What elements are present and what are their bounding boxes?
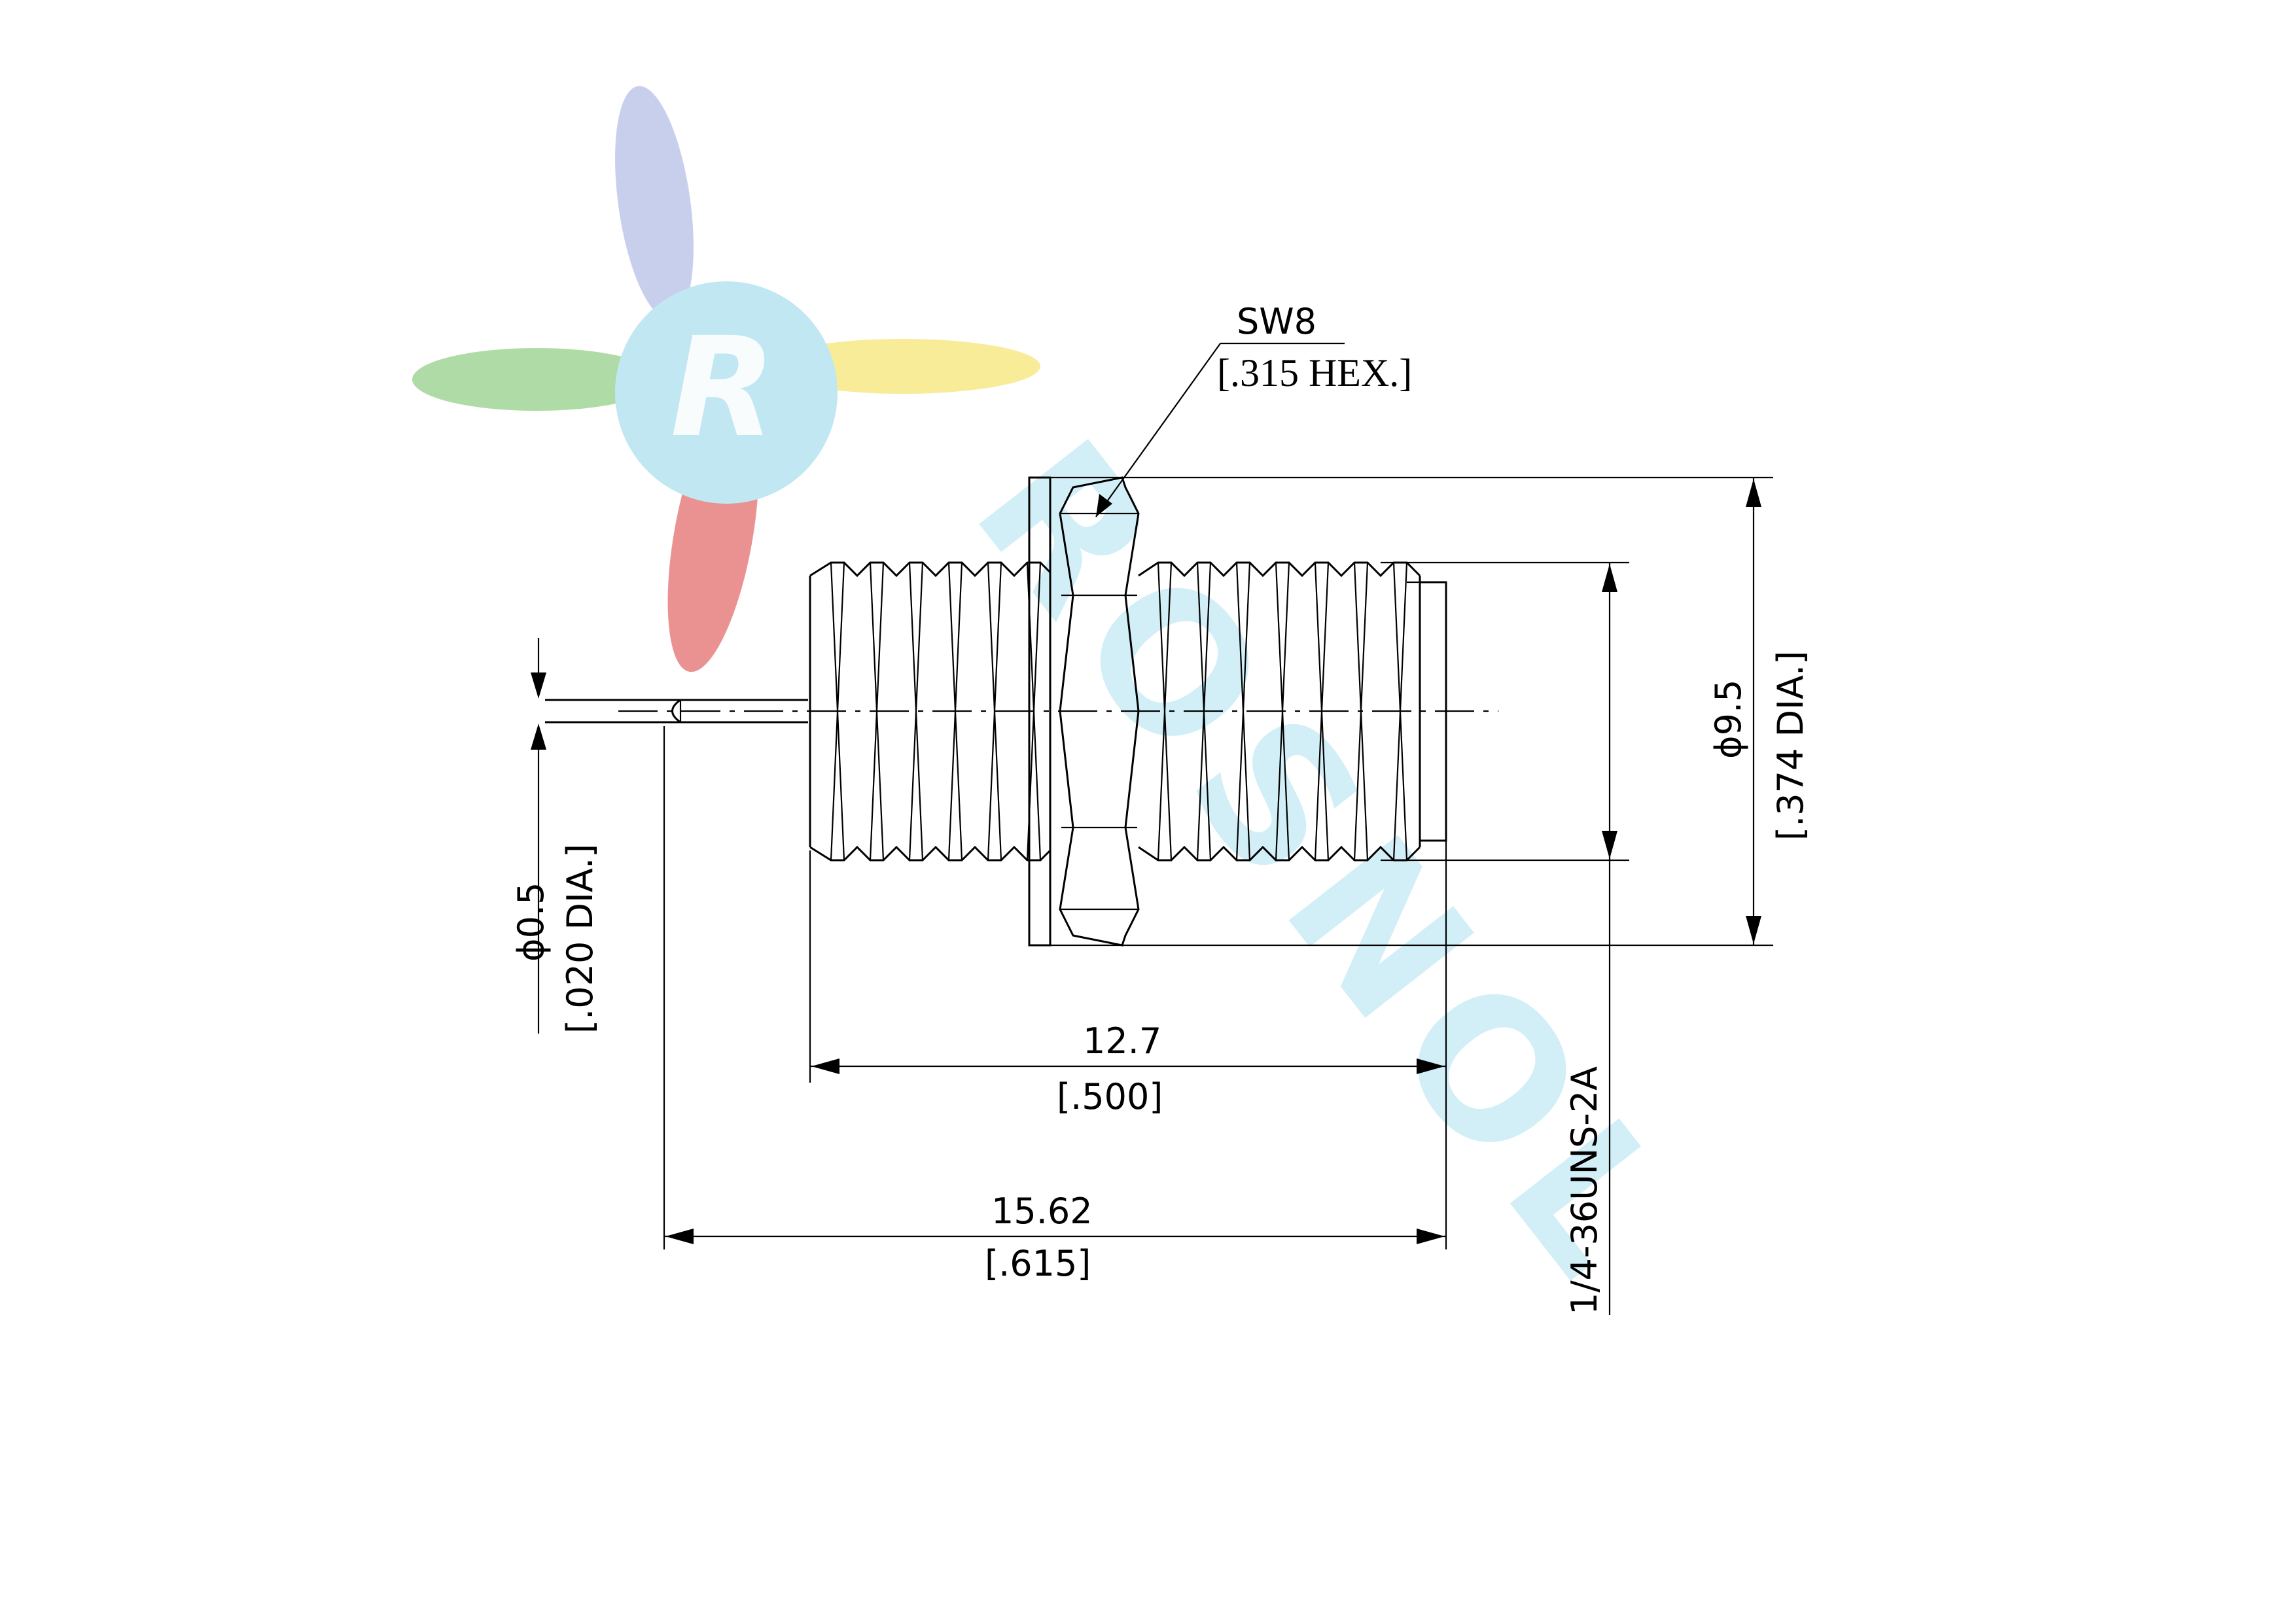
watermark-text: ROSNOL [933, 402, 1724, 1328]
body-dia-inch-label: [.374 DIA.] [1770, 651, 1811, 841]
logo-center-disc [615, 281, 838, 504]
thread-length-dimension: 12.7 [.500] [809, 841, 1447, 1249]
total-length-dimension: 15.62 [.615] [663, 726, 1446, 1284]
panel-washer [1028, 476, 1051, 947]
thread-length-inch-label: [.500] [1057, 1076, 1163, 1117]
hex-size-callout: SW8 [.315 HEX.] [1095, 301, 1412, 517]
front-thread-body [1138, 561, 1447, 862]
thread-spec-label: 1/4-36UNS-2A [1564, 1066, 1605, 1315]
total-length-inch-label: [.615] [985, 1243, 1091, 1284]
pin-diameter-dimension: ϕ0.5 [.020 DIA.] [510, 638, 601, 1034]
body-diameter-dimension: ϕ9.5 [.374 DIA.] [1050, 476, 1811, 947]
hex-size-label: SW8 [1237, 301, 1316, 342]
pin-dia-label: ϕ0.5 [510, 882, 552, 962]
thread-length-label: 12.7 [1083, 1021, 1161, 1062]
total-length-label: 15.62 [991, 1191, 1093, 1232]
company-logo: R [412, 86, 1040, 672]
logo-blue-petal [615, 86, 694, 320]
contact-pin [545, 699, 808, 724]
pin-dia-inch-label: [.020 DIA.] [559, 844, 601, 1034]
thread-spec-dimension: 1/4-36UNS-2A [1381, 561, 1629, 1315]
body-dia-label: ϕ9.5 [1708, 680, 1749, 759]
logo-green-petal [412, 348, 661, 411]
hex-size-inch-label: [.315 HEX.] [1217, 351, 1412, 394]
logo-letter: R [670, 307, 776, 468]
